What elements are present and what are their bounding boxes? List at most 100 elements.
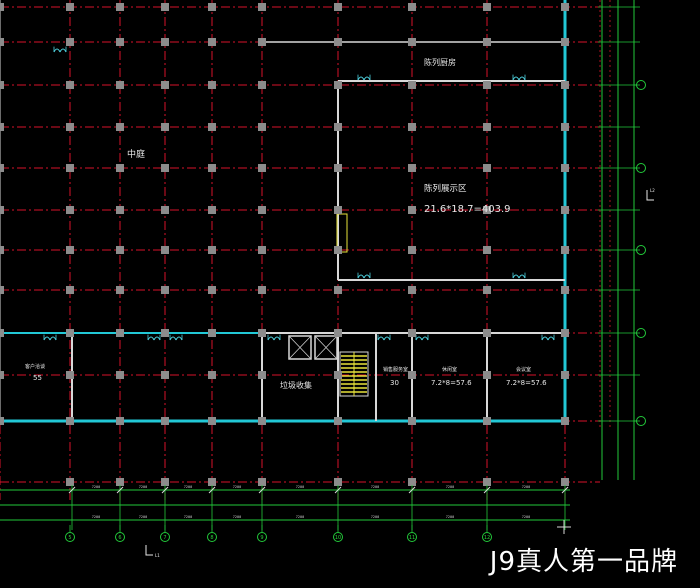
- column: [208, 417, 216, 425]
- column: [258, 164, 266, 172]
- dim-text: 7200: [371, 485, 379, 489]
- column: [258, 81, 266, 89]
- column: [208, 81, 216, 89]
- l-mark-right: [646, 190, 654, 201]
- column: [334, 164, 342, 172]
- dim-slash: [116, 486, 124, 494]
- column: [66, 38, 74, 46]
- door-arc: [363, 76, 371, 81]
- door-arc: [273, 336, 281, 341]
- column: [561, 371, 569, 379]
- axis-bubble-label: 8: [210, 535, 213, 541]
- label-xiaomai-area: 30: [390, 379, 399, 387]
- dim-text: 7200: [296, 485, 304, 489]
- column: [408, 417, 416, 425]
- door-arc: [357, 76, 365, 81]
- axis-bubble-label: 5: [68, 535, 71, 541]
- label-chenlie-zhanshiqu: 陈列展示区: [424, 183, 467, 194]
- column: [66, 206, 74, 214]
- column: [66, 478, 74, 486]
- axis-bubble: [636, 163, 646, 173]
- column: [483, 371, 491, 379]
- column: [161, 417, 169, 425]
- door-symbols: [43, 46, 555, 341]
- column: [258, 3, 266, 11]
- column: [483, 329, 491, 337]
- label-room3-area: 7.2*8=57.6: [506, 379, 547, 387]
- watermark-text: J9真人第一品牌: [489, 547, 678, 577]
- dim-text: 7200: [446, 485, 454, 489]
- column: [208, 206, 216, 214]
- dimension-lines: 7200720072007200720072007200720072007200…: [0, 0, 640, 530]
- column: [334, 246, 342, 254]
- column: [561, 164, 569, 172]
- label-room2: 休闲室: [442, 366, 457, 373]
- dim-slash: [161, 486, 169, 494]
- label-chenlie-chufang: 陈列厨房: [424, 57, 456, 67]
- corner-marks: L1 L2: [145, 188, 655, 558]
- column: [561, 286, 569, 294]
- column: [0, 417, 4, 425]
- door-arc: [363, 274, 371, 279]
- label-zhongting: 中庭: [127, 148, 145, 160]
- column: [116, 246, 124, 254]
- column: [116, 329, 124, 337]
- axis-bubble: [257, 532, 267, 542]
- column: [66, 371, 74, 379]
- axis-bubble: [636, 328, 646, 338]
- dim-slash: [68, 486, 76, 494]
- label-xiaomai: 销售服务室: [383, 366, 408, 373]
- axis-bubble: [482, 532, 492, 542]
- column: [258, 38, 266, 46]
- door-arc: [518, 274, 526, 279]
- column: [116, 206, 124, 214]
- column: [208, 3, 216, 11]
- dim-text: 7200: [233, 515, 241, 519]
- column: [0, 81, 4, 89]
- axis-bubble: [207, 532, 217, 542]
- axis-bubble-label: 6: [118, 535, 121, 541]
- door-arc: [169, 336, 177, 341]
- door-arc: [421, 336, 429, 341]
- door-arc: [357, 274, 365, 279]
- door-arc: [43, 336, 51, 341]
- door-arc: [59, 48, 67, 53]
- column: [483, 164, 491, 172]
- axis-bubble: [65, 532, 75, 542]
- column: [408, 371, 416, 379]
- axis-bubble-label: 11: [409, 535, 415, 541]
- column: [258, 478, 266, 486]
- column: [408, 286, 416, 294]
- column: [408, 38, 416, 46]
- column: [561, 38, 569, 46]
- axis-bubble-label: 10: [335, 535, 341, 541]
- dim-slash: [561, 486, 569, 494]
- column: [561, 246, 569, 254]
- label-room2-area: 7.2*8=57.6: [431, 379, 472, 387]
- column: [116, 3, 124, 11]
- column: [334, 329, 342, 337]
- column: [0, 3, 4, 11]
- dim-slash: [483, 486, 491, 494]
- column: [334, 123, 342, 131]
- dim-slash: [258, 486, 266, 494]
- column: [483, 81, 491, 89]
- dim-slash: [408, 486, 416, 494]
- column: [161, 81, 169, 89]
- column: [208, 478, 216, 486]
- column: [116, 164, 124, 172]
- dim-text: 7200: [92, 485, 100, 489]
- column: [334, 371, 342, 379]
- column: [66, 329, 74, 337]
- column: [334, 478, 342, 486]
- door-arc: [512, 76, 520, 81]
- column: [483, 206, 491, 214]
- column: [116, 371, 124, 379]
- door-arc: [153, 336, 161, 341]
- door-arc: [49, 336, 57, 341]
- column: [258, 206, 266, 214]
- door-arc: [383, 336, 391, 341]
- dim-text: 7200: [139, 485, 147, 489]
